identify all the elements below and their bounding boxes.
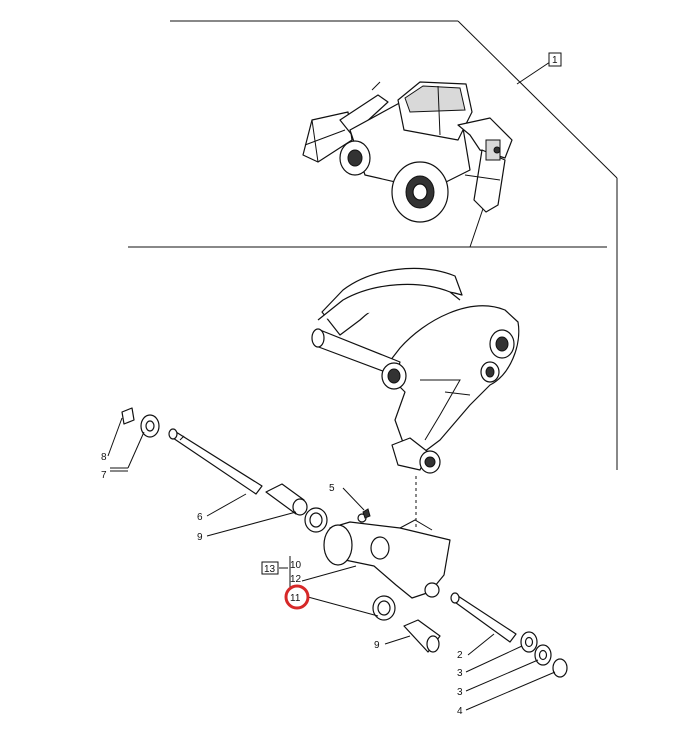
callout-label-7: 7: [101, 470, 107, 481]
backhoe-loader-illustration: [302, 81, 513, 223]
callout-label-2: 2: [457, 650, 463, 661]
right-pin-assembly: [450, 592, 568, 678]
frame-lines: [128, 20, 618, 470]
highlight-circle: [284, 584, 310, 610]
swing-link: [323, 508, 451, 599]
callout-label-12: 12: [290, 574, 302, 585]
callout-label-3a: 3: [457, 668, 463, 679]
callout-leaders: [107, 417, 556, 711]
callout-labels: 8 7 6 9 5 13 10 12 11 9 2 3 3 4: [101, 452, 463, 717]
callout-label-11: 11: [290, 593, 301, 604]
left-pin-assembly: [121, 407, 328, 533]
callout-label-9b: 9: [374, 640, 380, 651]
callout-label-9a: 9: [197, 532, 203, 543]
callout-box-13: [261, 561, 279, 575]
lower-bushings: [372, 595, 441, 653]
callout-label-13: 13: [264, 564, 276, 575]
callout-label-8: 8: [101, 452, 107, 463]
callout-label-1: 1: [552, 55, 558, 66]
callout-label-3b: 3: [457, 687, 463, 698]
callout-label-10: 10: [290, 560, 302, 571]
callout-label-4: 4: [457, 706, 463, 717]
callout-label-5: 5: [329, 483, 335, 494]
callout-assembly: 1: [548, 52, 562, 67]
swing-bracket: [311, 267, 520, 474]
callout-label-6: 6: [197, 512, 203, 523]
